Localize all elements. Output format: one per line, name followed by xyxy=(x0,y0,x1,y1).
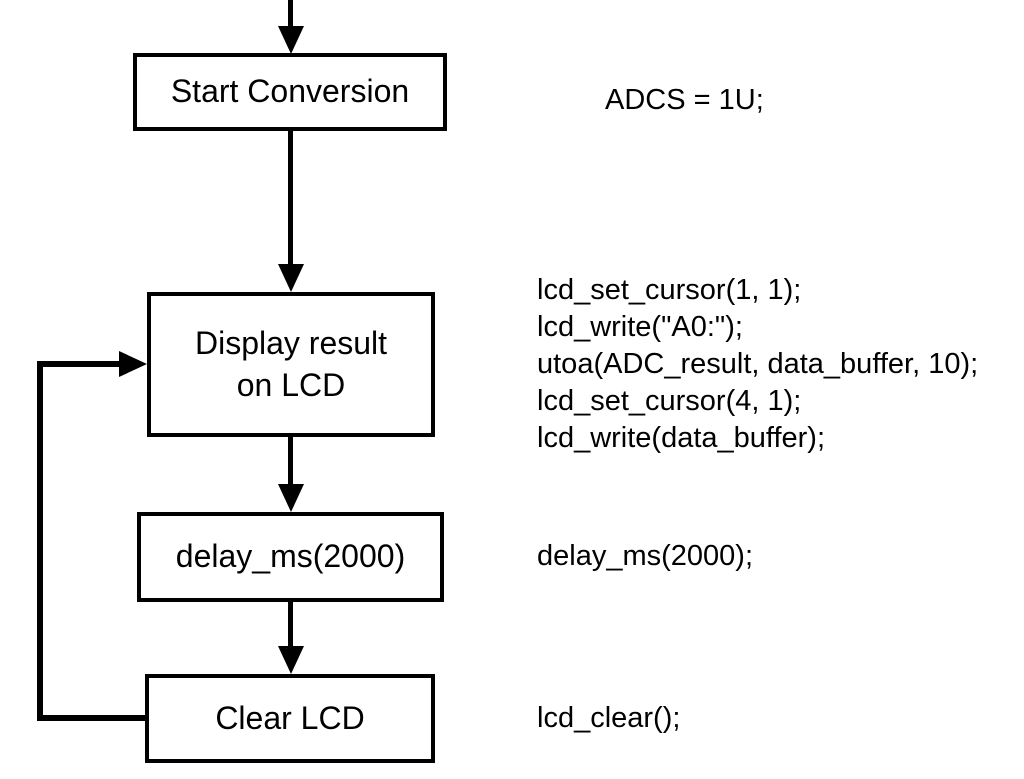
arrow-display-to-delay-arrowhead-icon xyxy=(278,484,304,512)
annotation-display-code-line-4: lcd_set_cursor(4, 1); xyxy=(537,385,802,417)
entry-arrowhead-icon xyxy=(278,26,304,54)
node-delay-ms-label: delay_ms(2000) xyxy=(175,538,406,575)
arrow-start-to-display-line xyxy=(288,129,293,268)
annotation-display-code-line-1: lcd_set_cursor(1, 1); xyxy=(537,274,802,306)
loop-back-arrowhead-icon xyxy=(119,351,147,377)
loop-back-bottom-line xyxy=(37,715,147,721)
node-delay-ms: delay_ms(2000) xyxy=(137,512,444,602)
annotation-clear-code: lcd_clear(); xyxy=(537,702,681,734)
node-display-result-label: Display result on LCD xyxy=(194,324,388,403)
node-start-conversion-label: Start Conversion xyxy=(170,73,410,110)
annotation-display-code-line-2: lcd_write("A0:"); xyxy=(537,311,743,343)
loop-back-top-line xyxy=(37,361,121,367)
annotation-display-code: lcd_set_cursor(1, 1); lcd_write("A0:"); … xyxy=(537,272,978,457)
entry-arrow-line xyxy=(288,0,293,30)
annotation-display-code-line-5: lcd_write(data_buffer); xyxy=(537,422,826,454)
loop-back-vertical-line xyxy=(37,361,43,721)
arrow-delay-to-clear-arrowhead-icon xyxy=(278,646,304,674)
node-clear-lcd: Clear LCD xyxy=(145,674,435,763)
arrow-display-to-delay-line xyxy=(288,435,293,487)
arrow-start-to-display-arrowhead-icon xyxy=(278,264,304,292)
node-start-conversion: Start Conversion xyxy=(133,53,447,131)
node-display-result: Display result on LCD xyxy=(147,292,435,437)
node-clear-lcd-label: Clear LCD xyxy=(215,699,365,736)
annotation-display-code-line-3: utoa(ADC_result, data_buffer, 10); xyxy=(537,348,979,380)
annotation-delay-code: delay_ms(2000); xyxy=(537,540,753,572)
annotation-start-code: ADCS = 1U; xyxy=(605,84,764,116)
arrow-delay-to-clear-line xyxy=(288,600,293,649)
